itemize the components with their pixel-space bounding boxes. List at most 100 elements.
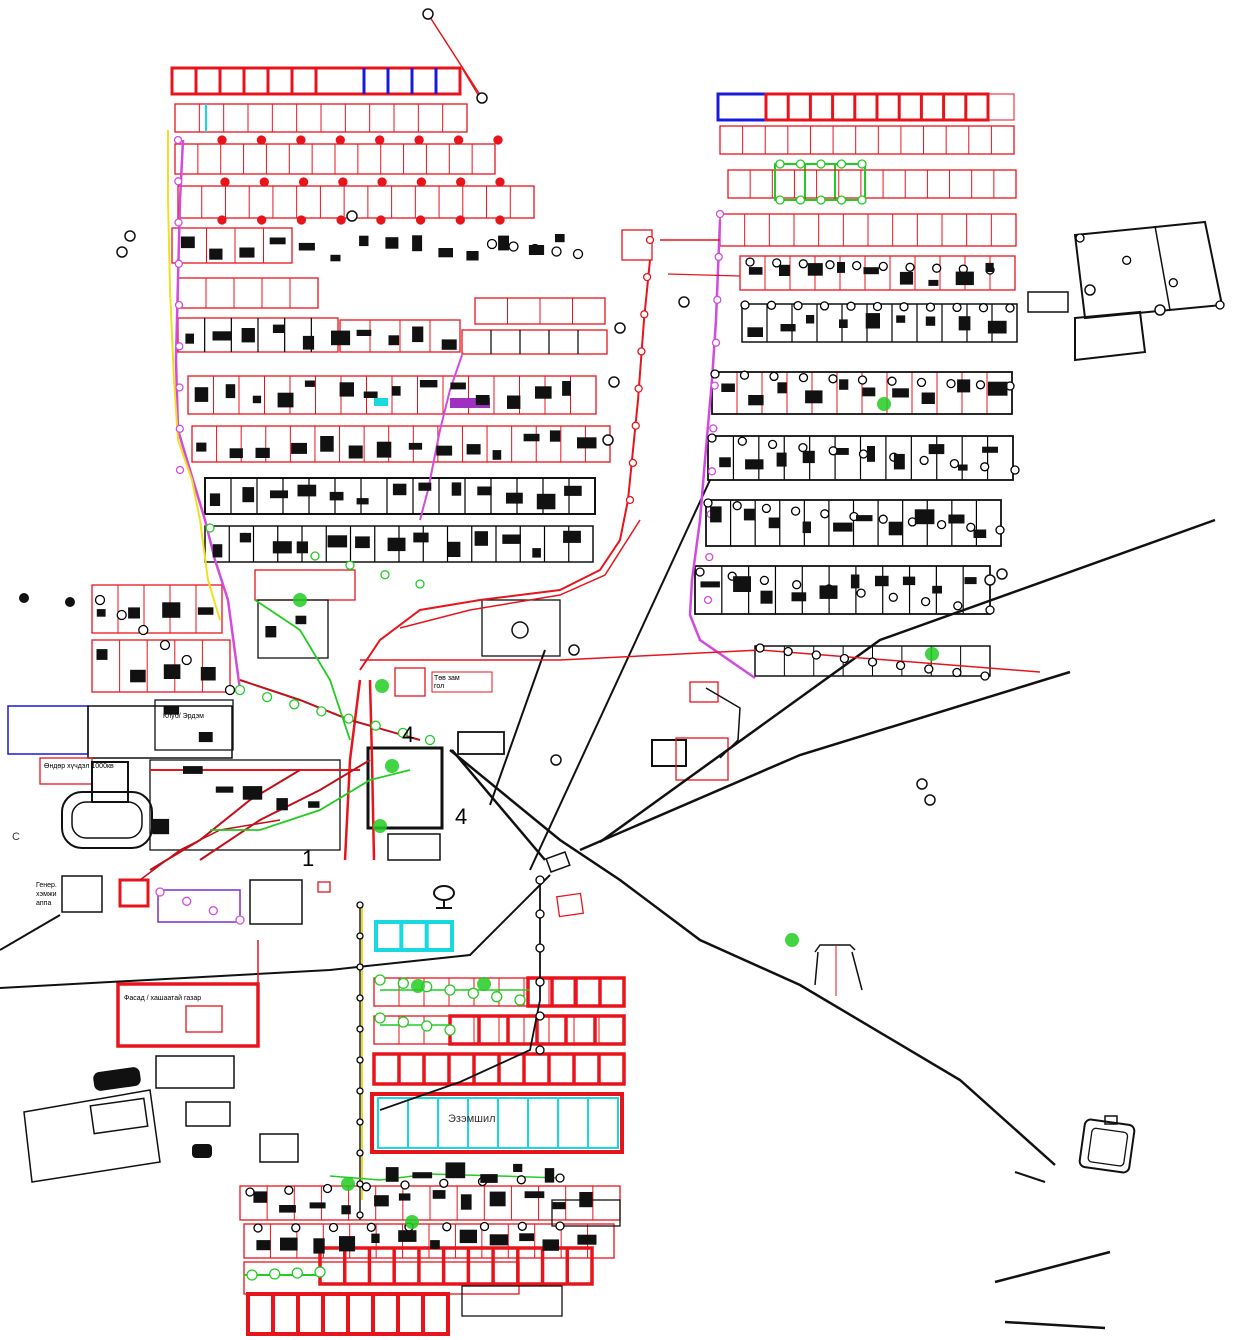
building-footprint [348, 445, 363, 459]
building-footprint [477, 486, 492, 496]
utility-pole [924, 664, 934, 674]
utility-pole [439, 1178, 449, 1188]
utility-pole [220, 177, 230, 187]
utility-pole [836, 159, 847, 169]
building-footprint [130, 669, 146, 683]
utility-pole [953, 601, 963, 611]
utility-pole [1005, 303, 1015, 313]
utility-pole [737, 436, 747, 446]
utility-pole [555, 1221, 565, 1231]
building-footprint [413, 532, 429, 543]
building-footprint [863, 267, 879, 275]
building-footprint [359, 235, 369, 247]
building-footprint [888, 521, 903, 536]
utility-pole [322, 1183, 333, 1194]
utility-pole [707, 467, 717, 476]
building-footprint [356, 329, 372, 336]
utility-pole [888, 592, 898, 602]
utility-pole [846, 301, 856, 311]
lower-left-structures [23, 982, 299, 1183]
utility-pole [455, 215, 465, 225]
building-footprint [489, 1191, 506, 1207]
building-footprint [432, 1190, 446, 1199]
utility-pole [705, 552, 714, 562]
utility-pole [336, 215, 346, 225]
utility-pole [356, 1025, 364, 1033]
building-footprint [96, 609, 106, 617]
building-footprint [450, 382, 466, 390]
building-footprint [563, 530, 581, 543]
building-footprint [776, 452, 787, 467]
green-marker [877, 397, 891, 411]
building-footprint [928, 279, 939, 286]
utility-pole [535, 875, 545, 885]
utility-pole [246, 1269, 258, 1281]
utility-pole [1122, 255, 1132, 265]
marker-circle [1084, 284, 1096, 296]
utility-pole [740, 300, 750, 310]
building-footprint [355, 536, 370, 549]
label-num-1: 1 [302, 846, 314, 871]
building-footprint [252, 395, 262, 404]
building-footprint [194, 387, 209, 402]
green-marker [341, 1177, 355, 1191]
building-footprint [239, 532, 252, 543]
marker-circle [996, 568, 1008, 580]
building-footprint [507, 395, 521, 409]
utility-pole [713, 295, 722, 304]
building-footprint [862, 387, 876, 397]
utility-pole [709, 424, 718, 433]
building-footprint [387, 537, 406, 552]
building-footprint [982, 446, 998, 453]
utility-pole [852, 260, 862, 271]
utility-pole [208, 906, 218, 916]
building-footprint [577, 437, 597, 449]
utility-pole [493, 135, 503, 145]
building-footprint [807, 263, 823, 276]
utility-pole [356, 901, 364, 909]
building-footprint [339, 1236, 356, 1252]
building-footprint [309, 1202, 326, 1209]
marker-circle [608, 376, 620, 388]
utility-pole [380, 570, 390, 580]
building-footprint [398, 1230, 417, 1242]
building-footprint [212, 544, 223, 558]
utility-pole [415, 215, 426, 225]
cyan-marker [374, 398, 388, 406]
building-footprint [363, 391, 378, 398]
utility-pole [790, 506, 801, 516]
building-footprint [272, 324, 285, 333]
central-cluster [7, 569, 729, 925]
utility-pole [919, 455, 929, 466]
green-marker [385, 759, 399, 773]
utility-pole [695, 567, 705, 577]
utility-pole [825, 260, 835, 270]
utility-pole [253, 1223, 263, 1233]
building-footprint [385, 1167, 399, 1182]
green-marker [477, 977, 491, 991]
green-marker [925, 647, 939, 661]
utility-pole [905, 262, 915, 272]
utility-pole [966, 522, 976, 532]
utility-pole [356, 932, 364, 940]
building-footprint [209, 248, 223, 260]
utility-pole [159, 639, 171, 651]
utility-pole [296, 135, 306, 145]
utility-pole [376, 215, 386, 225]
utility-pole [173, 135, 183, 145]
utility-pole [444, 1024, 456, 1036]
utility-pole [442, 1222, 452, 1232]
building-footprint [330, 254, 341, 262]
building-footprint [253, 1191, 268, 1203]
utility-pole [356, 1211, 364, 1219]
utility-pole [932, 263, 942, 273]
building-footprint [296, 541, 308, 554]
utility-pole [416, 177, 427, 187]
utility-pole [356, 994, 364, 1002]
building-footprint [555, 234, 565, 243]
purple-marker [450, 398, 490, 408]
building-footprint [921, 392, 935, 404]
utility-pole [761, 503, 772, 514]
utility-pole [479, 1221, 490, 1232]
